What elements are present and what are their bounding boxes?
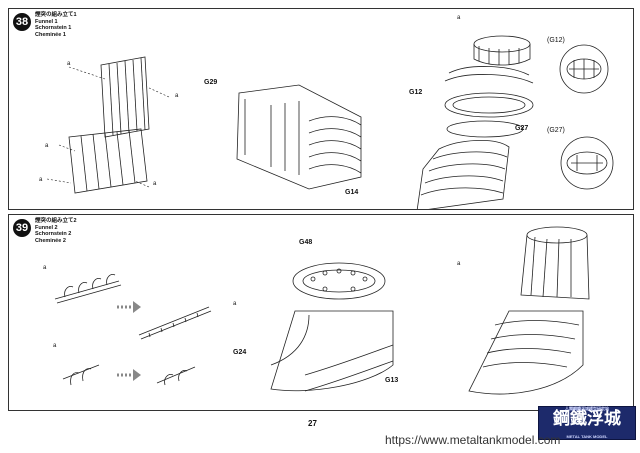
step-38-title-jp: 煙突の組み立て1 xyxy=(35,12,77,18)
step-38-title-en: Funnel 1 xyxy=(35,18,58,25)
label-g13: G13 xyxy=(385,377,399,384)
step-38-drawing xyxy=(46,35,614,209)
label-g12-detail: (G12) xyxy=(547,37,565,44)
grille-lower xyxy=(68,128,148,194)
step-39-title-en: Funnel 2 xyxy=(35,224,58,231)
label-g27: G27 xyxy=(515,125,529,132)
step-39-title-de: Schornstein 2 xyxy=(35,231,72,237)
step-38-title-fr: Cheminée 1 xyxy=(35,31,66,38)
step-39-number: 39 xyxy=(13,219,31,237)
label-g12: G12 xyxy=(409,89,423,96)
callout-a: a xyxy=(53,343,57,349)
step-39-title-fr: Cheminée 2 xyxy=(35,237,66,244)
step-38-titles: 煙突の組み立て1 Funnel 1 Schornstein 1 Cheminée… xyxy=(35,12,77,38)
callout-a: a xyxy=(153,181,157,187)
callout-a: a xyxy=(39,177,43,183)
funnel-base-g13 xyxy=(270,262,394,392)
page-number: 27 xyxy=(308,419,317,428)
funnel-assembled xyxy=(468,226,590,395)
funnel-top-cap xyxy=(473,35,531,66)
assembly-arrow xyxy=(117,305,133,377)
funnel-plate-g27 xyxy=(446,120,524,138)
watermark-logo: 人類鋼鐵浮城模型研究站 鋼鐵浮城 METAL TANK MODEL xyxy=(538,406,636,440)
step-39-title-jp: 煙突の組み立て2 xyxy=(35,218,77,224)
step-39-panel: 39 煙突の組み立て2 Funnel 2 Schornstein 2 Chemi… xyxy=(8,214,634,411)
step-39-titles: 煙突の組み立て2 Funnel 2 Schornstein 2 Cheminée… xyxy=(35,218,77,244)
watermark-title: 鋼鐵浮城 xyxy=(553,409,621,429)
label-g24: G24 xyxy=(233,349,247,356)
label-g48: G48 xyxy=(299,239,313,246)
step-39-drawing xyxy=(54,226,590,395)
small-bracket-part xyxy=(62,364,196,386)
funnel-ring-g12 xyxy=(444,92,534,118)
callout-a: a xyxy=(233,301,237,307)
grille-upper xyxy=(100,56,150,138)
callout-a: a xyxy=(175,93,179,99)
source-url: https://www.metaltankmodel.com xyxy=(385,433,561,447)
callout-a: a xyxy=(43,265,47,271)
step-38-panel: 38 煙突の組み立て1 Funnel 1 Schornstein 1 Chemi… xyxy=(8,8,634,210)
label-g27-detail: (G27) xyxy=(547,127,565,134)
callout-a: a xyxy=(45,143,49,149)
detail-g12-circle xyxy=(559,44,609,94)
watermark-top-line: 人類鋼鐵浮城模型研究站 xyxy=(565,406,609,411)
step-38-title-de: Schornstein 1 xyxy=(35,25,72,31)
rail-part xyxy=(138,306,212,340)
label-g29: G29 xyxy=(204,79,218,86)
step-38-number: 38 xyxy=(13,13,31,31)
callout-a: a xyxy=(67,61,71,67)
watermark-bottom-line: METAL TANK MODEL xyxy=(566,434,608,439)
label-g14: G14 xyxy=(345,189,359,196)
detail-g27-circle xyxy=(560,136,614,190)
funnel-rails xyxy=(444,66,534,84)
funnel-body xyxy=(416,140,510,209)
funnel-casing-g14 xyxy=(236,84,362,190)
ladder-part xyxy=(54,274,122,304)
callout-a: a xyxy=(457,261,461,267)
callout-a: a xyxy=(457,15,461,21)
